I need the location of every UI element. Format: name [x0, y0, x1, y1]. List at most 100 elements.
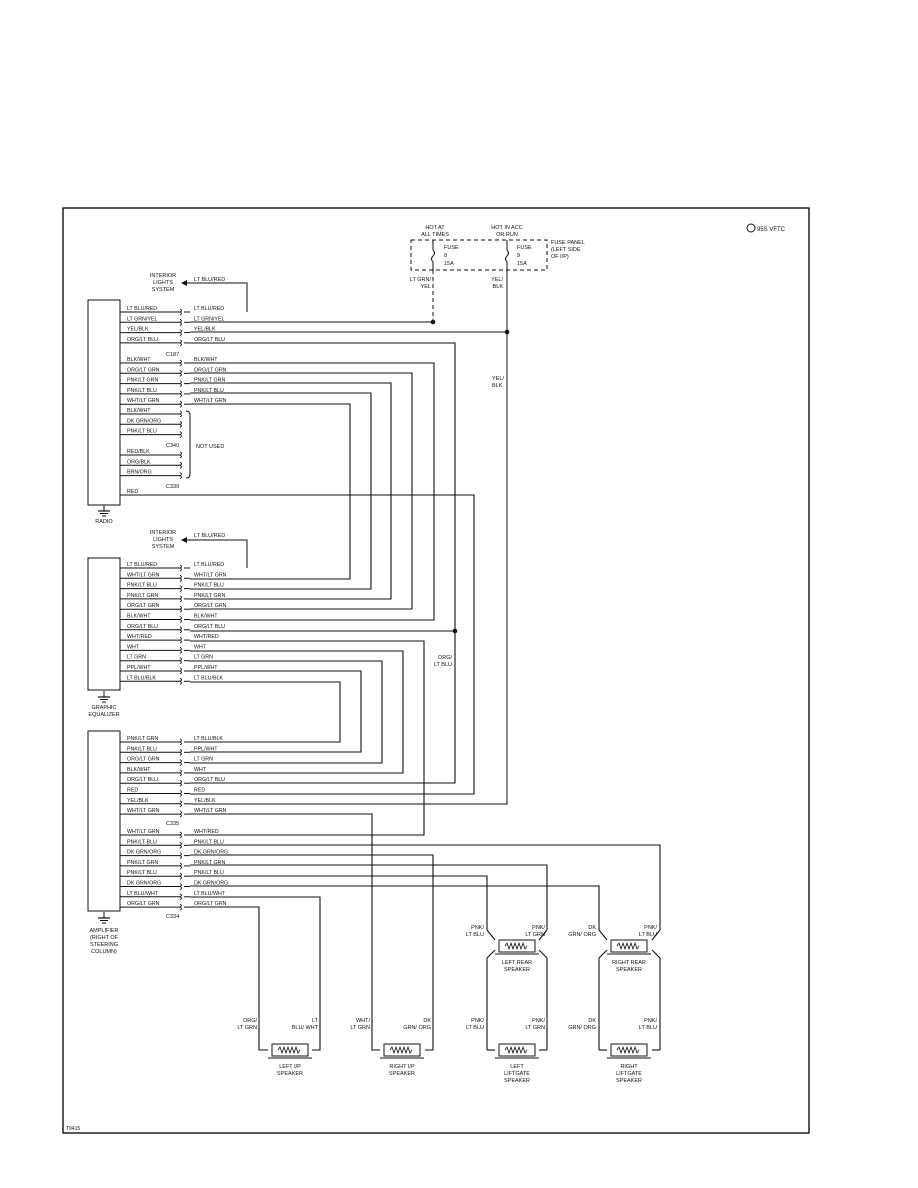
fuse-8-icon: [431, 249, 435, 263]
amp-connector-icon: [178, 810, 182, 818]
radio-pin-label: PNK/LT BLU: [127, 429, 157, 435]
fuse-8-wire-label: LT GRN/: [410, 277, 432, 283]
fuse-9-icon: [505, 249, 509, 263]
speaker-label: LEFT: [510, 1064, 524, 1070]
speaker-wire-label: BLU/ WHT: [292, 1025, 319, 1031]
amp-pin-label-out: WHT: [194, 767, 207, 773]
radio-connector-icon: [178, 369, 182, 377]
radio-pin-label: LT GRN/YEL: [127, 316, 157, 322]
eq-pin-label-out: PNK/LT GRN: [194, 593, 225, 599]
amp-pin-label-out: LT BLU/WHT: [194, 891, 226, 897]
amp-pin-row: RED RED: [120, 788, 205, 797]
radio-pin-label: ORG/LT BLU: [127, 337, 158, 343]
radio-connector-icon: [178, 420, 182, 428]
amp-pin-label-out: PNK/LT BLU: [194, 870, 224, 876]
fuse-panel-box: [410, 239, 548, 271]
eq-connector-icon: [178, 677, 182, 685]
amp-connector-icon: [178, 748, 182, 756]
eq-connector-icon: [178, 636, 182, 644]
speaker-wire-label: DK: [588, 925, 596, 931]
eq-pin-label-out: LT BLU/BLK: [194, 675, 223, 681]
yel-blk-trunk-label-2: BLK: [492, 383, 503, 389]
amp-pin-label-out: WHT/LT GRN: [194, 808, 227, 814]
eq-pin-label: PNK/LT GRN: [127, 593, 158, 599]
amp-pin-label-out: DK GRN/ORG: [194, 850, 228, 856]
amp-connector-icon: [178, 831, 182, 839]
eq-connector-icon: [178, 657, 182, 665]
splice-org-lt-blu: [452, 628, 458, 634]
eq-pin-label: LT BLU/BLK: [127, 675, 156, 681]
speaker-label: LEFT REAR: [502, 960, 532, 966]
radio-connector-c339: C339: [166, 484, 179, 490]
amp-pin-label-out: ORG/LT BLU: [194, 777, 225, 783]
eq-connector-icon: [178, 585, 182, 593]
radio-connector-icon: [178, 461, 182, 469]
radio-pin-row: PNK/LT BLU: [120, 429, 182, 439]
radio-pin-row: RED/BLK: [120, 449, 182, 459]
speaker-label: RIGHT I/P: [389, 1064, 415, 1070]
amp-connector-icon: [178, 779, 182, 787]
radio-pin-label-out: BLK/WHT: [194, 357, 218, 363]
radio-pin-label: RED: [127, 489, 138, 495]
radio-pin-label: BRN/ORG: [127, 470, 152, 476]
radio-connector-icon: [178, 339, 182, 347]
speaker-label: RIGHT: [620, 1064, 638, 1070]
amp-pin-label-out: PPL/WHT: [194, 746, 218, 752]
radio-connector-icon: [178, 329, 182, 337]
radio-pin-label-out: YEL/BLK: [194, 327, 216, 333]
speaker-wire-label: LT BLU: [466, 932, 484, 938]
amp-pin-row: ORG/LT GRN ORG/LT GRN: [120, 901, 227, 911]
amp-pin-label: ORG/LT GRN: [127, 757, 160, 763]
amp-pin-label: BLK/WHT: [127, 767, 151, 773]
amp-connector-icon: [178, 800, 182, 808]
not-used-bracket: [185, 410, 191, 479]
speaker-icon: [498, 1043, 536, 1057]
equalizer-label-2: EQUALIZER: [88, 712, 119, 718]
eq-pin-label-out: BLK/WHT: [194, 614, 218, 620]
speaker-coil-icon: [389, 1045, 413, 1055]
amp-pin-label: RED: [127, 788, 138, 794]
radio-pin-label: ORG/LT GRN: [127, 367, 160, 373]
amp-pin-label: ORG/LT GRN: [127, 901, 160, 907]
diagram-id: 95S VFTC: [757, 227, 786, 233]
radio-connector-icon: [178, 451, 182, 459]
speaker-label: LIFTGATE: [616, 1071, 642, 1077]
eq-pin-label: WHT/RED: [127, 634, 152, 640]
eq-pin-label-out: WHT/RED: [194, 634, 219, 640]
radio-pin-row: BLK/WHT: [120, 408, 182, 418]
eq-connector-icon: [178, 574, 182, 582]
fuse-8-wire-label-2: YEL: [421, 284, 431, 290]
hot-in-acc-label-2: OR RUN: [496, 232, 518, 238]
amp-pin-row: BLK/WHT WHT: [120, 767, 207, 777]
radio-pin-row: ORG/BLK: [120, 459, 182, 469]
radio-pin-label: LT BLU/RED: [127, 306, 157, 312]
amp-pin-label: LT BLU/WHT: [127, 891, 159, 897]
amp-pin-label: PNK/LT BLU: [127, 839, 157, 845]
amp-connector-icon: [178, 872, 182, 880]
amp-pin-label-out: YEL/BLK: [194, 798, 216, 804]
amp-connector-icon: [178, 893, 182, 901]
amp-pin-label: PNK/LT BLU: [127, 746, 157, 752]
speaker-wire-label: PNK/: [644, 925, 657, 931]
amp-pin-label-out: LT BLU/BLK: [194, 736, 223, 742]
radio-connector-icon: [178, 400, 182, 408]
speaker-icon: [498, 939, 536, 953]
amp-pin-label-out: RED: [194, 788, 205, 794]
speaker-wire-label: LT GRN: [237, 1025, 257, 1031]
org-lt-blu-label: ORG/: [438, 655, 453, 661]
amp-connector-icon: [178, 769, 182, 777]
amp-pin-label-out: ORG/LT GRN: [194, 901, 227, 907]
radio-connector-icon: [178, 380, 182, 388]
radio-interior-lights-2: LIGHTS: [153, 280, 173, 286]
eq-pin-label: PPL/WHT: [127, 665, 151, 671]
